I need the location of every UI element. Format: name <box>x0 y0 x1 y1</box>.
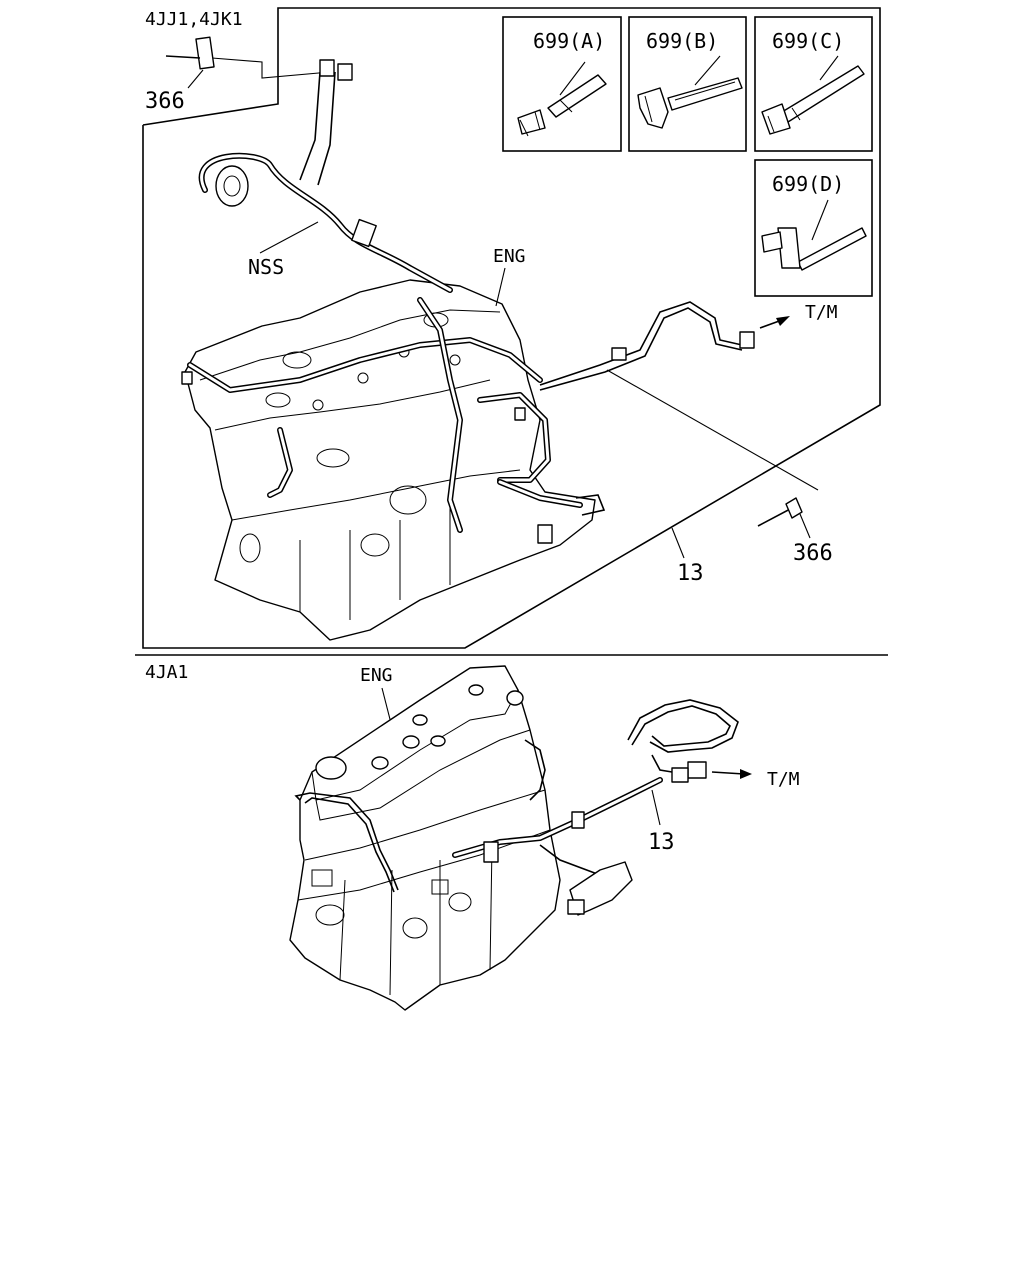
part-366-bottom-label: 366 <box>793 541 833 566</box>
clip-a-label: 699(A) <box>533 29 605 53</box>
harness-13-lower-icon <box>294 699 739 916</box>
engine-4jj1-icon <box>184 279 596 641</box>
clip-b-icon <box>637 55 743 129</box>
engine-label: ENG <box>360 665 393 686</box>
section-border <box>142 7 881 649</box>
part-366-top-label: 366 <box>145 89 185 114</box>
tm-label-lower: T/M <box>767 769 800 790</box>
clip-a-inset: 699(A) <box>502 16 622 152</box>
model-label: 4JJ1,4JK1 <box>145 9 243 30</box>
leader-13-upper <box>671 527 685 559</box>
clip-d-icon <box>761 199 867 271</box>
section-4jj1-4jk1: 4JJ1,4JK1 366 699(A) 699(B) <box>142 7 881 649</box>
harness-13-lower-label: 13 <box>648 830 675 855</box>
clip-b-label: 699(B) <box>646 29 718 53</box>
tm-arrow-lower-icon <box>711 769 752 779</box>
tm-arrow-upper-icon <box>759 316 790 329</box>
tm-label-upper: T/M <box>805 302 838 323</box>
engine-leader <box>495 267 506 307</box>
clip-c-icon <box>761 55 865 135</box>
harness-13-upper-icon <box>181 297 755 544</box>
nss-hose-icon <box>198 59 453 293</box>
clip-b-inset: 699(B) <box>628 16 747 152</box>
nss-leader <box>259 221 319 254</box>
clip-a-icon <box>517 61 607 137</box>
harness-13-upper-label: 13 <box>677 561 704 586</box>
model-label: 4JA1 <box>145 662 188 683</box>
part-366-top-icon <box>165 36 215 89</box>
clip-c-inset: 699(C) <box>754 16 873 152</box>
section-4ja1: 4JA1 ENG <box>145 662 800 1011</box>
leader-13-lower <box>651 789 661 826</box>
part-366-bottom-icon <box>757 497 811 539</box>
clip-c-label: 699(C) <box>772 29 844 53</box>
engine-4ja1-icon <box>289 665 561 1011</box>
nss-label: NSS <box>248 255 284 279</box>
clip-d-inset: 699(D) <box>754 159 873 297</box>
engine-label: ENG <box>493 246 526 267</box>
leader-366-bottom <box>606 369 819 491</box>
leader-line <box>211 57 331 79</box>
clip-d-label: 699(D) <box>772 172 844 196</box>
